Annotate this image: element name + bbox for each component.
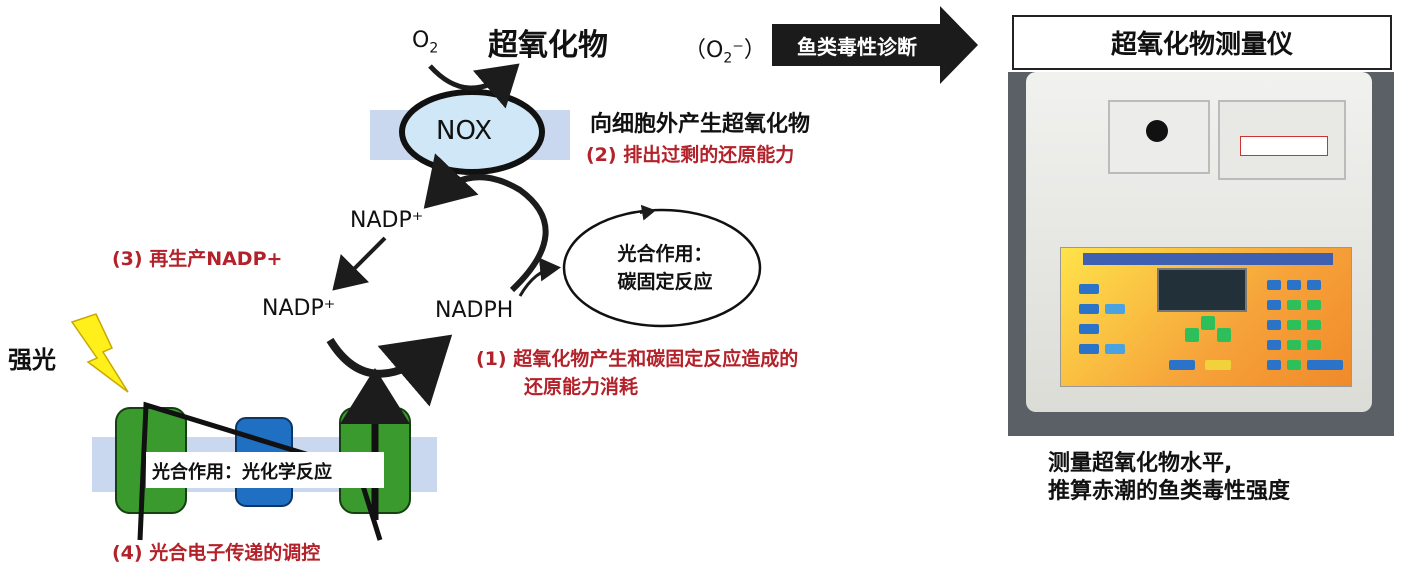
step-4-label: (4) 光合电子传递的调控 [112,538,320,565]
sample-lid [1108,100,1210,174]
panel-arrow-button [1185,328,1199,342]
nadp-plus-bottom-label: NADP⁺ [262,296,335,321]
instrument-note-line1: 测量超氧化物水平, [1048,450,1290,478]
panel-enter-key [1307,360,1343,370]
nox-label: NOX [436,116,492,146]
panel-key [1267,320,1281,330]
step-1-label-line1: (1) 超氧化物产生和碳固定反应造成的 [476,344,798,371]
pathway-diagram [0,0,1000,570]
panel-header-bar [1083,253,1333,265]
panel-key [1267,340,1281,350]
o2-label: O2 [412,28,438,56]
superoxide-title: 超氧化物 [488,20,608,64]
panel-display [1157,268,1247,312]
panel-key [1267,300,1281,310]
step-3-label: (3) 再生产NADP+ [112,244,282,271]
panel-key [1287,280,1301,290]
control-panel [1060,247,1352,387]
instrument-title: 超氧化物测量仪 [1012,15,1392,70]
o2-to-superoxide-arrow [430,66,512,88]
nox-description: 向细胞外产生超氧化物 [590,106,810,138]
panel-key [1287,300,1301,310]
lightning-icon [72,314,128,392]
sample-port [1146,120,1168,142]
carbon-fixation-label: 光合作用： 碳固定反应 [600,240,730,296]
panel-button [1079,344,1099,354]
printer-lid [1218,100,1346,180]
panel-key [1287,320,1301,330]
nadp-regeneration-arrow [338,238,385,285]
instrument-note-line2: 推算赤潮的鱼类毒性强度 [1048,478,1290,506]
panel-button [1079,304,1099,314]
nadp-plus-top-label: NADP⁺ [350,208,423,233]
instrument-note: 测量超氧化物水平, 推算赤潮的鱼类毒性强度 [1048,450,1290,506]
panel-button [1105,344,1125,354]
fish-toxicity-label: 鱼类毒性诊断 [772,24,942,66]
o2-minus-label: （O2⁻） [684,32,766,66]
nadph-label: NADPH [435,298,513,323]
panel-stop-button [1169,360,1195,370]
panel-key [1307,280,1321,290]
warning-sticker [1240,136,1328,156]
nadp-to-nadph-arc [330,340,440,374]
panel-key [1307,320,1321,330]
step-1-label-line2: 还原能力消耗 [524,372,638,399]
panel-start-button [1205,360,1231,370]
panel-key [1267,280,1281,290]
panel-key [1267,360,1281,370]
instrument-photo [1008,72,1394,436]
panel-key [1287,360,1301,370]
panel-key [1307,300,1321,310]
nadph-to-nox-arc [432,177,546,290]
light-reaction-label: 光合作用：光化学反应 [152,458,332,484]
strong-light-label: 强光 [8,340,56,375]
panel-button [1105,304,1125,314]
step-2-label: (2) 排出过剩的还原能力 [586,140,794,167]
panel-key [1287,340,1301,350]
panel-arrow-button [1201,316,1215,330]
panel-arrow-button [1217,328,1231,342]
panel-key [1307,340,1321,350]
panel-button [1079,284,1099,294]
panel-button [1079,324,1099,334]
